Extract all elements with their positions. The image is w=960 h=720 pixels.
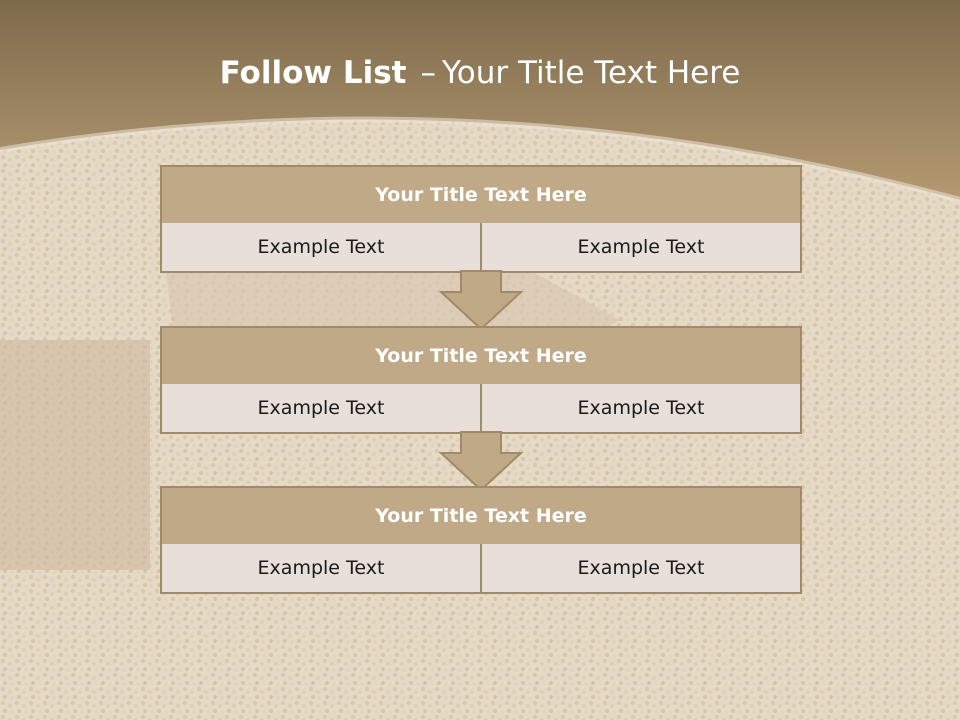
step-title: Your Title Text Here — [160, 486, 802, 546]
step-row: Example Text Example Text — [160, 223, 802, 273]
down-arrow-icon — [438, 270, 524, 331]
step-title: Your Title Text Here — [160, 326, 802, 386]
step-title: Your Title Text Here — [160, 165, 802, 225]
step-cell-left: Example Text — [162, 384, 482, 432]
step-cell-right: Example Text — [577, 397, 705, 419]
slide-title-bold: Follow List — [219, 55, 407, 91]
slide-title-rest: Your Title Text Here — [441, 55, 741, 91]
slide-title: Follow List–Your Title Text Here — [0, 55, 960, 91]
step-row: Example Text Example Text — [160, 544, 802, 594]
slide-title-dash: – — [420, 55, 436, 91]
step-cell-right: Example Text — [577, 557, 705, 579]
step-cell-left: Example Text — [162, 223, 482, 271]
step-cell-right: Example Text — [577, 236, 705, 258]
step-cell-left: Example Text — [162, 544, 482, 592]
step-row: Example Text Example Text — [160, 384, 802, 434]
down-arrow-icon — [438, 431, 524, 492]
